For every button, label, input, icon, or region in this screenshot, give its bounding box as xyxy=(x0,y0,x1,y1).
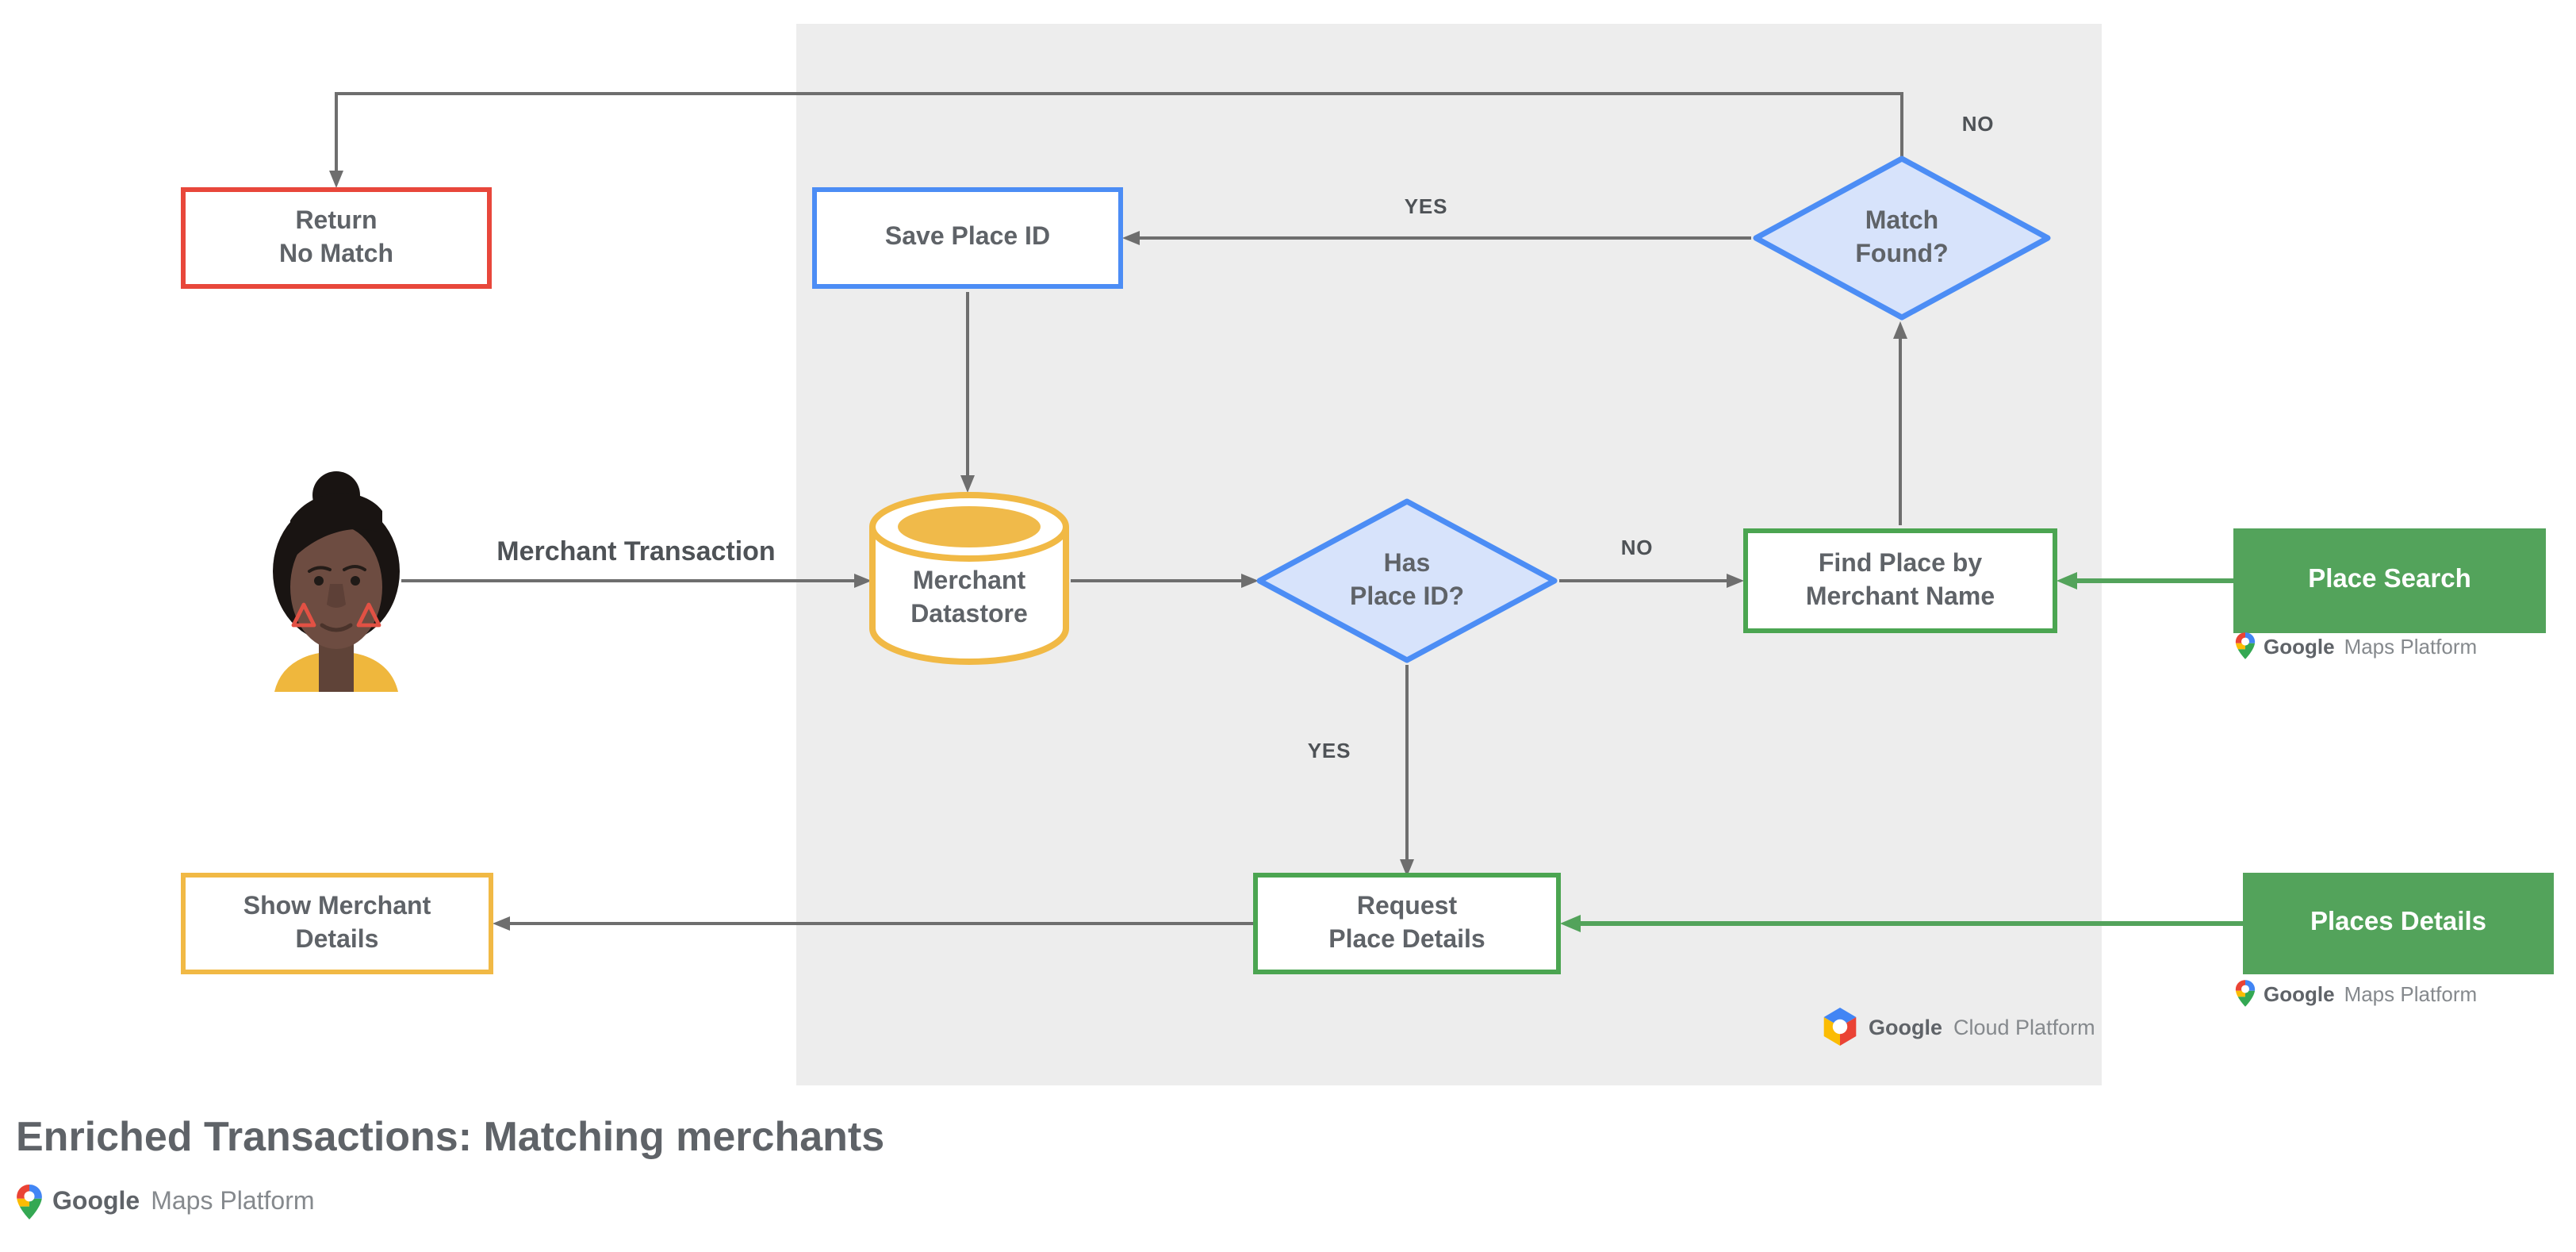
connector-match-no-to-return xyxy=(329,92,1903,188)
google-maps-pin-icon xyxy=(17,1185,42,1219)
show-merchant-details-line2: Details xyxy=(295,927,379,954)
match-found-line2: Found? xyxy=(1855,241,1949,268)
label-yes-has-place-id: YES xyxy=(1307,739,1351,762)
diamond-shape xyxy=(1753,156,2051,321)
label-yes-match-found: YES xyxy=(1404,194,1448,218)
has-place-id-line1: Has xyxy=(1383,550,1431,578)
cloud-platform-logo-google-text: Google xyxy=(1869,1015,1942,1039)
maps-platform-logo-google-text: Google xyxy=(2264,634,2335,658)
diamond-shape xyxy=(1256,498,1558,663)
label-no-has-place-id: NO xyxy=(1620,536,1654,559)
match-found-line1: Match xyxy=(1865,207,1939,235)
return-no-match-box: Return No Match xyxy=(181,187,492,289)
places-details-label: Places Details xyxy=(2310,908,2486,937)
save-place-id-label: Save Place ID xyxy=(884,224,1051,252)
maps-platform-logo-google-text: Google xyxy=(52,1188,140,1215)
label-no-match-found: NO xyxy=(1961,112,1995,136)
show-merchant-details-box: Show Merchant Details xyxy=(181,873,493,974)
maps-platform-logo-rest-text: Maps Platform xyxy=(2344,634,2478,658)
place-search-api-box: Place Search xyxy=(2233,528,2546,633)
save-place-id-box: Save Place ID xyxy=(812,187,1123,289)
request-place-details-line1: Request xyxy=(1356,893,1458,920)
has-place-id-decision: Has Place ID? xyxy=(1255,497,1559,665)
merchant-datastore-cylinder: Merchant Datastore xyxy=(866,489,1072,673)
show-merchant-details-line1: Show Merchant xyxy=(243,893,431,920)
user-icon xyxy=(273,471,400,692)
cloud-platform-logo-rest-text: Cloud Platform xyxy=(1953,1015,2095,1039)
google-maps-pin-icon xyxy=(2235,980,2256,1007)
places-details-api-box: Places Details xyxy=(2243,873,2554,974)
find-place-line2: Merchant Name xyxy=(1805,584,1995,611)
match-found-decision: Match Found? xyxy=(1751,154,2053,322)
return-no-match-line1: Return xyxy=(295,207,378,235)
google-cloud-hexagon-icon xyxy=(1823,1008,1857,1046)
label-merchant-transaction: Merchant Transaction xyxy=(496,536,776,566)
maps-platform-logo-rest-text: Maps Platform xyxy=(151,1188,315,1215)
has-place-id-line2: Place ID? xyxy=(1349,584,1465,611)
merchant-datastore-line2: Datastore xyxy=(910,601,1028,629)
diagram-title: Enriched Transactions: Matching merchant… xyxy=(16,1112,885,1160)
return-no-match-line2: No Match xyxy=(279,241,393,268)
maps-platform-logo-footer: Google Maps Platform xyxy=(16,1184,315,1220)
cloud-platform-logo: Google Cloud Platform xyxy=(1821,1006,2095,1047)
find-place-line1: Find Place by xyxy=(1818,550,1983,578)
maps-platform-logo-place-search: Google Maps Platform xyxy=(2235,632,2477,660)
google-maps-pin-icon xyxy=(2235,632,2256,659)
request-place-details-box: Request Place Details xyxy=(1253,873,1561,974)
place-search-label: Place Search xyxy=(2308,565,2471,594)
database-cylinder-icon xyxy=(869,492,1069,665)
maps-platform-logo-rest-text: Maps Platform xyxy=(2344,981,2478,1005)
maps-platform-logo-places-details: Google Maps Platform xyxy=(2235,979,2477,1008)
person-avatar xyxy=(271,470,401,692)
merchant-datastore-line1: Merchant xyxy=(912,568,1026,595)
maps-platform-logo-google-text: Google xyxy=(2264,981,2335,1005)
request-place-details-line2: Place Details xyxy=(1328,927,1485,954)
find-place-by-merchant-name-box: Find Place by Merchant Name xyxy=(1743,528,2057,633)
